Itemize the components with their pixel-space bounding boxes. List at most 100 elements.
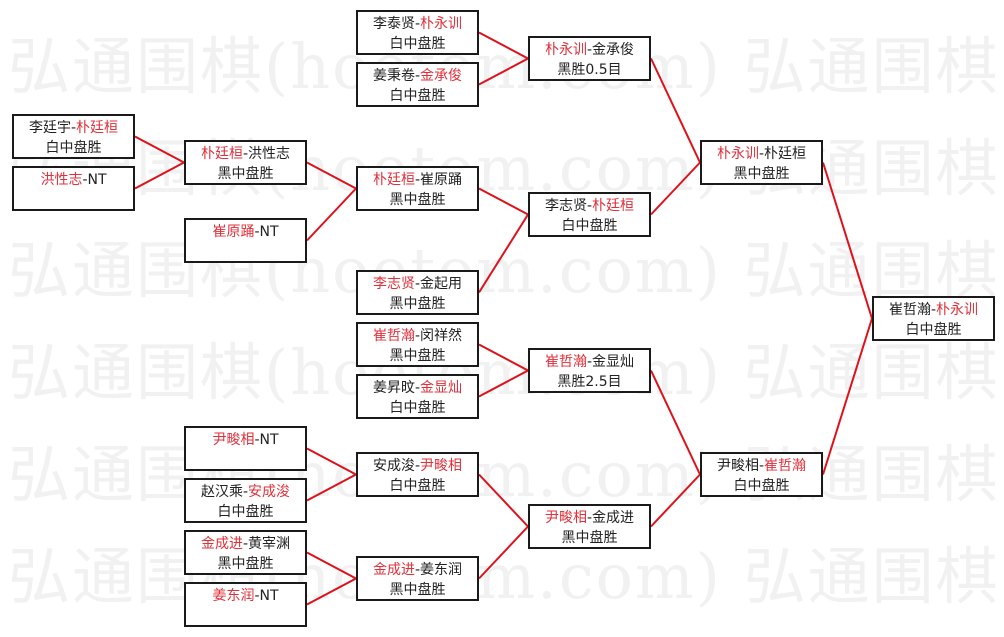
connector-r3a-r4a (478, 31, 529, 60)
separator: - (414, 16, 421, 32)
connector-r2f-r3h (306, 577, 357, 606)
separator: - (254, 432, 260, 448)
match-players: 金成进-姜东润 (358, 560, 477, 580)
player-2: 金成进 (592, 510, 635, 526)
player-2: NT (259, 224, 279, 240)
match-box-r2d: 赵汉乘-安成浚白中盘胜 (184, 478, 307, 523)
match-box-r2b: 崔原踊-NT (184, 218, 307, 263)
match-box-r3e: 崔哲瀚-闵祥然黑中盘胜 (356, 322, 479, 367)
player-2: 黄宰渊 (248, 536, 291, 552)
player-2: 金显灿 (420, 380, 463, 396)
separator: - (414, 172, 421, 188)
separator: - (242, 536, 249, 552)
separator: - (414, 562, 421, 578)
separator: - (242, 146, 249, 162)
connector-r2e-r3h (306, 551, 357, 580)
player-1: 姜昇旼 (372, 380, 415, 396)
player-2: 姜东润 (420, 562, 463, 578)
match-players: 洪性志-NT (14, 170, 133, 190)
match-box-r4a: 朴永训-金承俊黑胜0.5目 (528, 36, 651, 81)
match-result: 黑中盘胜 (733, 166, 790, 182)
connector-r1b-r2a (134, 161, 185, 190)
match-result: 黑中盘胜 (217, 556, 274, 572)
connector-r3c-r4b (478, 187, 529, 216)
separator: - (254, 588, 260, 604)
player-2: 金显灿 (592, 354, 635, 370)
player-1: 李泰贤 (372, 16, 415, 32)
match-players: 朴廷桓-洪性志 (186, 144, 305, 164)
match-result: 白中盘胜 (45, 140, 102, 156)
connector-r4b-r5a (650, 161, 701, 216)
connector-r5b-final (822, 318, 873, 475)
separator: - (414, 458, 421, 474)
match-result: 白中盘胜 (905, 322, 962, 338)
match-box-r2f: 姜东润-NT (184, 582, 307, 627)
match-result: 黑胜2.5目 (557, 374, 622, 390)
match-box-r3g: 安成浚-尹畯相白中盘胜 (356, 452, 479, 497)
connector-r3d-r4b (478, 213, 529, 294)
player-1: 尹畯相 (716, 458, 759, 474)
match-players: 崔哲瀚-闵祥然 (358, 326, 477, 346)
match-players: 安成浚-尹畯相 (358, 456, 477, 476)
match-box-r3c: 朴廷桓-崔原踊黑中盘胜 (356, 166, 479, 211)
connector-r3f-r4c (478, 369, 529, 398)
match-result: 黑中盘胜 (389, 582, 446, 598)
match-players: 姜昇旼-金显灿 (358, 378, 477, 398)
separator: - (414, 380, 421, 396)
match-players: 尹畯相-金成进 (530, 508, 649, 528)
match-players: 金成进-黄宰渊 (186, 534, 305, 554)
player-2: NT (259, 588, 279, 604)
match-players: 李志贤-金起用 (358, 274, 477, 294)
separator: - (414, 276, 421, 292)
match-result: 黑胜0.5目 (557, 62, 622, 78)
match-result: 白中盘胜 (389, 400, 446, 416)
match-box-r4b: 李志贤-朴廷桓白中盘胜 (528, 192, 651, 237)
match-result: 黑中盘胜 (561, 530, 618, 546)
match-box-r5a: 朴永训-朴廷桓黑中盘胜 (700, 140, 823, 185)
connector-r3h-r4d (478, 525, 529, 580)
separator: - (586, 354, 593, 370)
match-box-final: 崔哲瀚-朴永训白中盘胜 (872, 296, 995, 341)
player-1: 朴廷桓 (200, 146, 243, 162)
player-2: 朴永训 (420, 16, 463, 32)
separator: - (586, 510, 593, 526)
connector-r1a-r2a (134, 135, 185, 164)
match-box-r4c: 崔哲瀚-金显灿黑胜2.5目 (528, 348, 651, 393)
connector-r5a-final (822, 162, 873, 319)
match-players: 姜东润-NT (186, 586, 305, 606)
player-1: 金成进 (372, 562, 415, 578)
player-2: 崔哲瀚 (764, 458, 807, 474)
player-2: 朴永训 (936, 302, 979, 318)
match-box-r2e: 金成进-黄宰渊黑中盘胜 (184, 530, 307, 575)
connector-r3e-r4c (478, 343, 529, 372)
match-players: 赵汉乘-安成浚 (186, 482, 305, 502)
match-players: 朴永训-朴廷桓 (702, 144, 821, 164)
player-1: 李志贤 (544, 198, 587, 214)
match-box-r3f: 姜昇旼-金显灿白中盘胜 (356, 374, 479, 419)
player-1: 尹畯相 (212, 432, 255, 448)
player-2: 安成浚 (248, 484, 291, 500)
match-result: 黑中盘胜 (217, 166, 274, 182)
separator: - (758, 458, 765, 474)
match-players: 李泰贤-朴永训 (358, 14, 477, 34)
connector-r4d-r5b (650, 473, 701, 528)
match-players: 朴永训-金承俊 (530, 40, 649, 60)
player-2: 闵祥然 (420, 328, 463, 344)
match-players: 崔原踊-NT (186, 222, 305, 242)
player-2: 朴廷桓 (76, 120, 119, 136)
match-players: 崔哲瀚-金显灿 (530, 352, 649, 372)
match-players: 尹畯相-崔哲瀚 (702, 456, 821, 476)
player-2: 金承俊 (592, 42, 635, 58)
match-players: 朴廷桓-崔原踊 (358, 170, 477, 190)
match-box-r2c: 尹畯相-NT (184, 426, 307, 471)
player-1: 朴永训 (544, 42, 587, 58)
player-1: 赵汉乘 (200, 484, 243, 500)
player-2: 崔原踊 (420, 172, 463, 188)
separator: - (242, 484, 249, 500)
player-2: 尹畯相 (420, 458, 463, 474)
connector-r2d-r3g (306, 473, 357, 502)
separator: - (414, 328, 421, 344)
match-box-r1a: 李廷宇-朴廷桓白中盘胜 (12, 114, 135, 159)
match-box-r3b: 姜秉卷-金承俊白中盘胜 (356, 62, 479, 107)
